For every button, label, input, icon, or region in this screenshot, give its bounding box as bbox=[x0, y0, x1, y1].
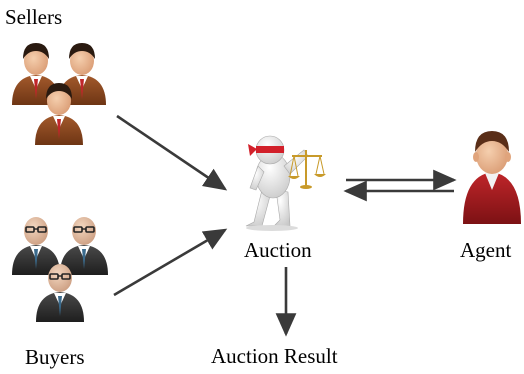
blindfolded-justice-figure-icon bbox=[245, 135, 326, 231]
sellers-label: Sellers bbox=[5, 5, 63, 29]
seller-group-icon bbox=[12, 43, 106, 145]
buyer-group-icon bbox=[11, 216, 109, 323]
agent-label: Agent bbox=[460, 238, 512, 262]
auction-label: Auction bbox=[244, 238, 312, 262]
buyers-label: Buyers bbox=[25, 345, 85, 369]
agent-person-icon bbox=[463, 131, 521, 224]
buyers-to-auction-arrow bbox=[113, 228, 228, 297]
auction-result-label: Auction Result bbox=[211, 344, 338, 368]
sellers-to-auction-arrow bbox=[116, 114, 228, 191]
